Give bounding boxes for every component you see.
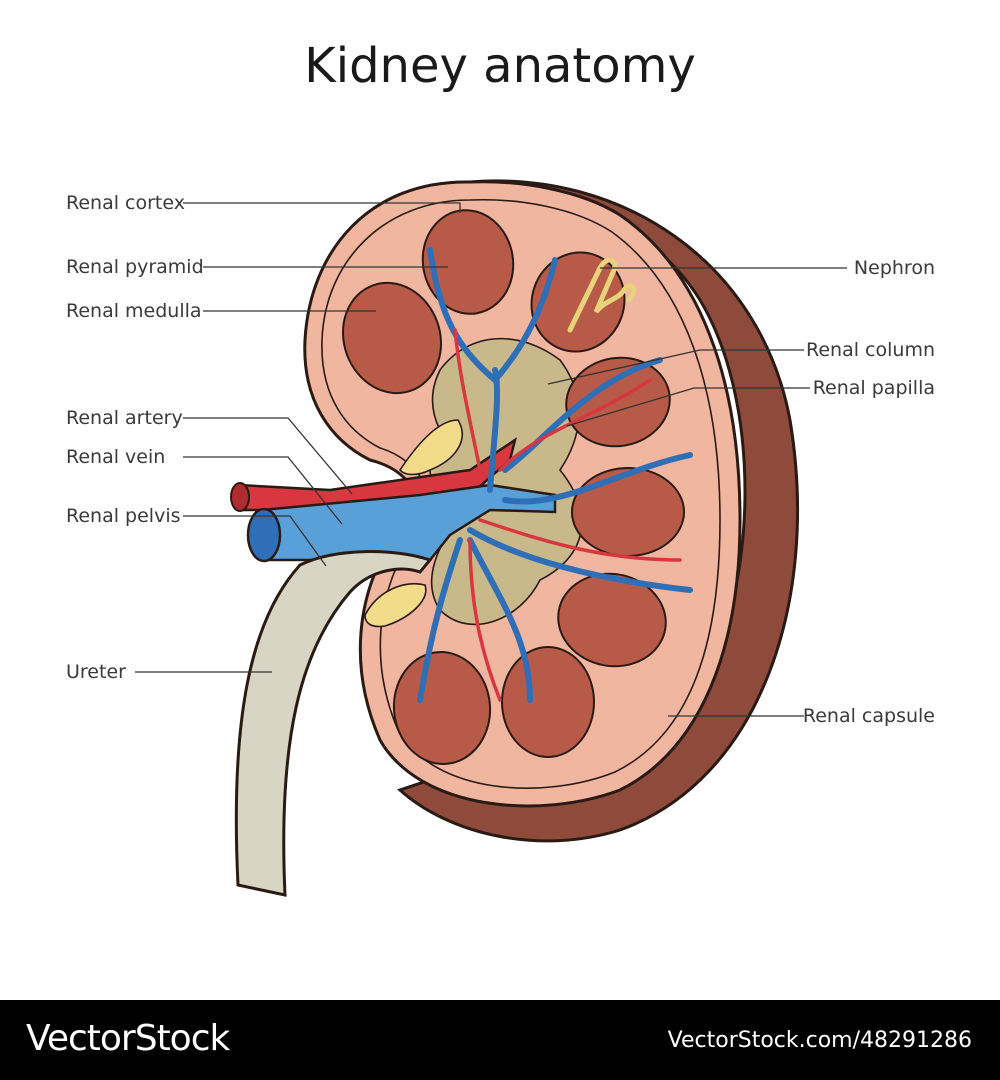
pyramid-4 — [565, 356, 671, 448]
pyramid-3 — [530, 251, 626, 353]
cortex-inner-line — [321, 198, 721, 789]
label-renal-cortex: Renal cortex — [66, 192, 185, 214]
fat-lower — [364, 583, 427, 628]
pyramid-6 — [557, 572, 667, 668]
pyramid-2 — [421, 209, 515, 315]
label-renal-papilla: Renal papilla — [812, 377, 935, 399]
pyramid-5 — [571, 467, 685, 557]
leader-renal-papilla — [566, 387, 810, 427]
brand-logo: VectorStock — [26, 1018, 230, 1059]
label-renal-pelvis: Renal pelvis — [66, 505, 181, 527]
renal-pyramids — [341, 209, 685, 765]
leader-renal-cortex — [183, 202, 461, 213]
pyramid-8 — [392, 651, 492, 765]
label-renal-artery: Renal artery — [66, 407, 183, 429]
leader-renal-column — [547, 349, 804, 385]
label-renal-column: Renal column — [806, 339, 935, 361]
label-nephron: Nephron — [853, 257, 935, 279]
label-renal-vein: Renal vein — [66, 446, 166, 468]
footer-bar: VectorStock VectorStock.com/48291286 — [0, 1000, 1000, 1080]
label-renal-capsule: Renal capsule — [802, 705, 935, 727]
kidney-capsule-edge — [397, 179, 800, 843]
label-renal-medulla: Renal medulla — [66, 300, 202, 322]
nephron-tubule — [567, 257, 637, 333]
vein-branches — [417, 247, 693, 703]
renal-vein-opening — [246, 507, 282, 563]
leader-renal-vein — [183, 456, 343, 525]
label-ureter: Ureter — [66, 661, 126, 683]
artery-branches — [453, 328, 682, 702]
leader-lines — [135, 202, 847, 717]
renal-artery-opening — [230, 482, 250, 512]
label-renal-pyramid: Renal pyramid — [66, 256, 204, 278]
pyramid-7 — [501, 646, 595, 758]
leader-renal-pelvis — [183, 515, 327, 567]
ureter-tube — [234, 550, 433, 897]
kidney-diagram — [135, 179, 847, 897]
leader-renal-artery — [183, 417, 353, 495]
fat-upper — [399, 419, 463, 476]
stock-id: VectorStock.com/48291286 — [667, 1028, 972, 1053]
page-title: Kidney anatomy — [304, 38, 696, 94]
